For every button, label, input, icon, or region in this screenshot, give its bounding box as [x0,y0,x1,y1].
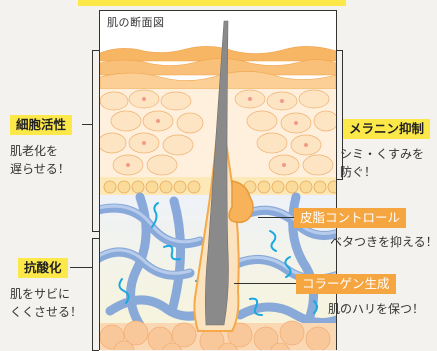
cell-activity-tag: 細胞活性 [10,115,73,135]
antioxidant-desc-line1: 肌をサビに [10,287,71,301]
cell-activity-desc-line1: 肌老化を [10,144,59,158]
sebum-tag: 皮脂コントロール [294,208,407,228]
hair-follicle [193,20,254,332]
sebum-desc: ベタつきを抑える！ [330,235,437,249]
antioxidant-tag: 抗酸化 [18,258,68,278]
stratum-corneum [100,46,336,90]
cell-activity-tick [82,124,92,125]
cell-nuclei [126,97,308,167]
right-bracket-epidermis [336,50,343,180]
antioxidant-desc-line2: くくさせる！ [10,305,83,319]
melanin-tag: メラニン抑制 [343,119,431,139]
collagen-tag: コラーゲン生成 [296,274,396,294]
collagen-leader-line [234,283,296,284]
collagen-desc: 肌のハリを保つ！ [328,302,425,316]
melanin-desc-line2: 防ぐ！ [340,165,377,179]
skin-cross-section [99,10,337,350]
sebum-leader-line [258,217,294,218]
left-bracket-epidermis [92,50,99,232]
top-highlight-strip [78,0,346,6]
melanin-desc-line1: シミ・くすみを [340,147,425,161]
skin-layers-illustration [100,11,336,350]
diagram-title: 肌の断面図 [107,16,165,29]
subcutaneous-fat [100,320,336,350]
elastin-fibers [118,202,318,316]
sebaceous-gland [228,180,254,224]
cell-activity-desc-line2: 遅らせる！ [10,162,70,176]
hair-shaft [205,20,229,326]
antioxidant-tick [70,267,92,268]
left-bracket-dermis [92,238,99,351]
